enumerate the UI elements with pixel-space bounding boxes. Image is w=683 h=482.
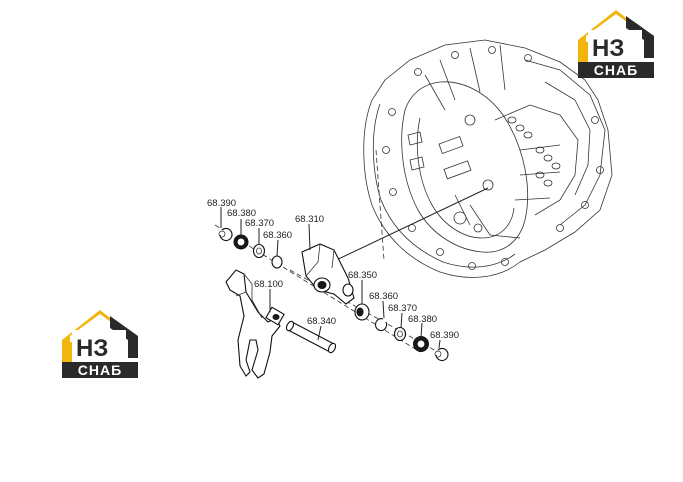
label-68390-a: 68.390 [207, 198, 236, 209]
label-68340: 68.340 [307, 316, 336, 327]
label-68350: 68.350 [348, 270, 377, 281]
label-68360-b: 68.360 [369, 291, 398, 302]
part-68340-pin [285, 320, 337, 354]
label-68390-b: 68.390 [430, 330, 459, 341]
part-68390-circlip-a [218, 227, 233, 241]
part-68310-bracket [301, 243, 355, 305]
label-68370-b: 68.370 [388, 303, 417, 314]
label-68360-a: 68.360 [263, 230, 292, 241]
part-68390-circlip-b [434, 347, 449, 361]
part-68380-bearing-b [413, 336, 429, 352]
leader-lines [220, 207, 441, 349]
logo-mark-top: НЗ [592, 35, 624, 62]
label-68380-a: 68.380 [227, 208, 256, 219]
gearbox-housing [363, 39, 613, 278]
part-68370-washer-b [393, 326, 407, 342]
brand-logo-bottom: НЗ СНАБ [62, 310, 138, 378]
logo-name-top: СНАБ [594, 62, 638, 78]
label-68370-a: 68.370 [245, 218, 274, 229]
label-68100: 68.100 [254, 279, 283, 290]
brand-logo-top: НЗ СНАБ [578, 10, 654, 78]
assembly-axis-line [329, 187, 489, 264]
label-68310: 68.310 [295, 214, 324, 225]
part-labels: 68.390 68.380 68.370 68.360 68.310 68.10… [207, 198, 459, 341]
part-68350-bushing [354, 303, 370, 321]
logo-name-bottom: СНАБ [78, 362, 122, 378]
part-68380-bearing-a [233, 234, 249, 250]
part-68370-washer-a [252, 243, 266, 259]
part-68360-ring-a [271, 255, 283, 269]
logo-mark-bottom: НЗ [76, 335, 108, 362]
part-68360-ring-b [375, 318, 388, 332]
label-68380-b: 68.380 [408, 314, 437, 325]
